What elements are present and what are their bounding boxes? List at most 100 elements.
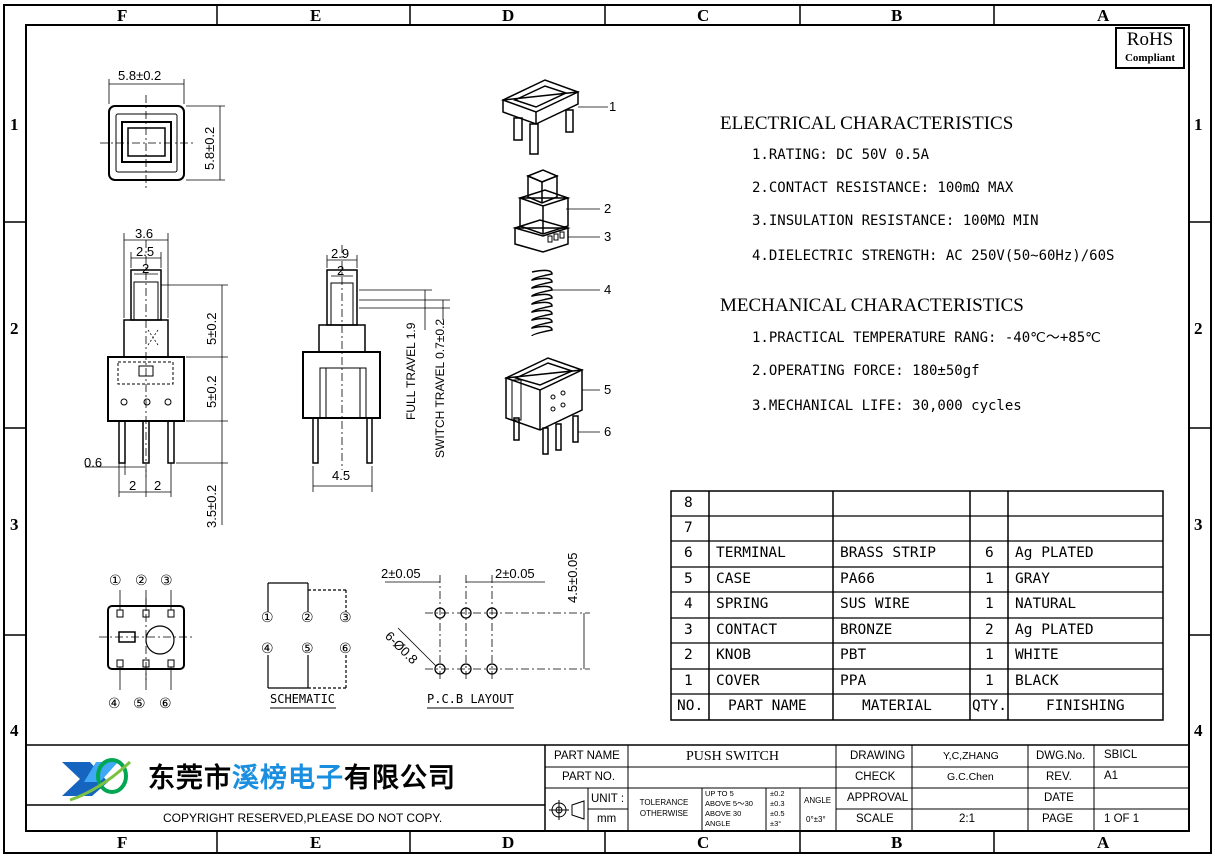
- bom-row-6-material: BRASS STRIP: [840, 545, 937, 561]
- zone-row-3-right: 3: [1194, 515, 1203, 534]
- tb-date-label: DATE: [1044, 792, 1074, 804]
- dim-top-height: 5.8±0.2: [202, 126, 217, 170]
- bom-row-2-finish: WHITE: [1015, 647, 1059, 663]
- bom-row-3-finish: Ag PLATED: [1015, 622, 1094, 638]
- callout-6: 6: [604, 424, 612, 439]
- bom-row-5-finish: GRAY: [1015, 571, 1050, 587]
- dim-pcb-pitch-2: 2±0.05: [495, 566, 535, 581]
- tb-unit-label: UNIT :: [591, 793, 625, 805]
- dim-front-2: 2: [142, 261, 150, 276]
- bom-row-3-qty: 2: [985, 622, 994, 638]
- zone-col-f-top: F: [117, 6, 128, 25]
- bottom-pin-6: ⑥: [159, 696, 172, 712]
- bom-row-8-no: 8: [684, 495, 693, 511]
- bom-row-2-qty: 1: [985, 647, 994, 663]
- tb-page-label: PAGE: [1042, 813, 1074, 825]
- copyright-note: COPYRIGHT RESERVED,PLEASE DO NOT COPY.: [163, 811, 443, 825]
- bom-row-1-no: 1: [684, 673, 693, 689]
- tb-dwg-label: DWG.No.: [1036, 750, 1086, 762]
- dim-side-4-5: 4.5: [332, 468, 351, 483]
- dim-front-height-2: 5±0.2: [204, 375, 219, 408]
- tb-tol-range-3: ABOVE 30: [705, 809, 742, 818]
- callout-5: 5: [604, 382, 612, 397]
- tb-check: G.C.Chen: [947, 771, 994, 783]
- schematic-pin-6: ⑥: [339, 641, 352, 657]
- zone-row-2-right: 2: [1194, 319, 1203, 338]
- dim-front-pitch-1: 2: [129, 478, 137, 493]
- callout-3: 3: [604, 229, 612, 244]
- zone-col-f-bottom: F: [117, 833, 128, 852]
- bom-row-7-no: 7: [684, 520, 693, 536]
- company-name: 东莞市溪榜电子有限公司: [148, 756, 456, 795]
- mechanical-item-1: 1.PRACTICAL TEMPERATURE RANG: -40℃～+85℃: [752, 330, 1101, 346]
- tb-drawing-label: DRAWING: [850, 750, 906, 762]
- bom-row-4-no: 4: [684, 596, 693, 612]
- zone-col-c-top: C: [697, 6, 710, 25]
- zone-col-e-top: E: [310, 6, 322, 25]
- zone-col-d-top: D: [502, 6, 515, 25]
- dim-side-2-9: 2.9: [331, 246, 350, 261]
- company-name-brand: 溪榜电子: [232, 763, 344, 794]
- schematic-pin-5: ⑤: [301, 641, 314, 657]
- tb-approval-label: APPROVAL: [847, 792, 909, 804]
- bom-row-6-finish: Ag PLATED: [1015, 545, 1094, 561]
- bom-row-3-no: 3: [684, 622, 693, 638]
- bom-row-1-qty: 1: [985, 673, 994, 689]
- rohs-badge: RoHS Compliant: [1115, 27, 1185, 69]
- tb-unit: mm: [597, 813, 617, 825]
- zone-row-1-right: 1: [1194, 115, 1203, 134]
- bottom-pin-1: ①: [109, 573, 122, 589]
- tb-angle-label: ANGLE: [804, 796, 832, 805]
- schematic-pin-4: ④: [261, 641, 274, 657]
- tb-rev-label: REV.: [1046, 771, 1072, 783]
- dim-front-3-6: 3.6: [135, 226, 154, 241]
- mechanical-title: MECHANICAL CHARACTERISTICS: [720, 295, 1024, 316]
- company-name-part1: 东莞市: [148, 763, 232, 794]
- dim-front-pitch-2: 2: [154, 478, 162, 493]
- bottom-pin-2: ②: [135, 573, 148, 589]
- bom-row-5-material: PA66: [840, 571, 875, 587]
- bom-row-5-part: CASE: [716, 571, 751, 587]
- bom-row-1-part: COVER: [716, 673, 760, 689]
- tb-scale-label: SCALE: [856, 813, 894, 825]
- pcb-layout-label: P.C.B LAYOUT: [427, 692, 514, 706]
- tb-part-name: PUSH SWITCH: [686, 749, 779, 764]
- zone-col-d-bottom: D: [502, 833, 515, 852]
- dim-front-height-3: 3.5±0.2: [204, 484, 219, 528]
- bom-row-2-material: PBT: [840, 647, 867, 663]
- rohs-title: RoHS: [1126, 29, 1174, 50]
- dim-full-travel: FULL TRAVEL 1.9: [404, 322, 418, 420]
- electrical-item-4: 4.DIELECTRIC STRENGTH: AC 250V(50~60Hz)/…: [752, 248, 1115, 264]
- tb-tol-range-2: ABOVE 5～30: [705, 799, 753, 808]
- bom-row-4-finish: NATURAL: [1015, 596, 1077, 612]
- mechanical-item-3: 3.MECHANICAL LIFE: 30,000 cycles: [752, 398, 1022, 414]
- zone-col-a-bottom: A: [1097, 833, 1110, 852]
- rohs-subtitle: Compliant: [1124, 52, 1176, 64]
- zone-col-e-bottom: E: [310, 833, 322, 852]
- bom-row-1-material: PPA: [840, 673, 867, 689]
- bom-header-part-name: PART NAME: [728, 698, 807, 714]
- dim-front-0-6: 0.6: [84, 455, 103, 470]
- dim-top-width: 5.8±0.2: [118, 68, 162, 83]
- bom-row-5-qty: 1: [985, 571, 994, 587]
- tb-tol-val-3: ±0.5: [770, 809, 785, 818]
- bottom-pin-5: ⑤: [133, 696, 146, 712]
- bom-row-3-material: BRONZE: [840, 622, 893, 638]
- callout-4: 4: [604, 282, 612, 297]
- electrical-item-3: 3.INSULATION RESISTANCE: 100MΩ MIN: [752, 213, 1039, 229]
- bom-row-1-finish: BLACK: [1015, 673, 1059, 689]
- tb-part-name-label: PART NAME: [554, 750, 620, 762]
- schematic-label: SCHEMATIC: [270, 692, 336, 706]
- tb-page: 1 OF 1: [1104, 813, 1140, 825]
- tb-part-no-label: PART NO.: [562, 771, 616, 783]
- zone-row-3-left: 3: [10, 515, 19, 534]
- zone-col-b-bottom: B: [891, 833, 903, 852]
- tb-tol-range-4: ANGLE: [705, 819, 731, 828]
- dim-pcb-height: 4.5±0.05: [565, 552, 580, 603]
- electrical-item-1: 1.RATING: DC 50V 0.5A: [752, 147, 930, 163]
- zone-row-4-left: 4: [10, 721, 19, 740]
- zone-row-2-left: 2: [10, 319, 19, 338]
- bom-header-no: NO.: [677, 698, 704, 714]
